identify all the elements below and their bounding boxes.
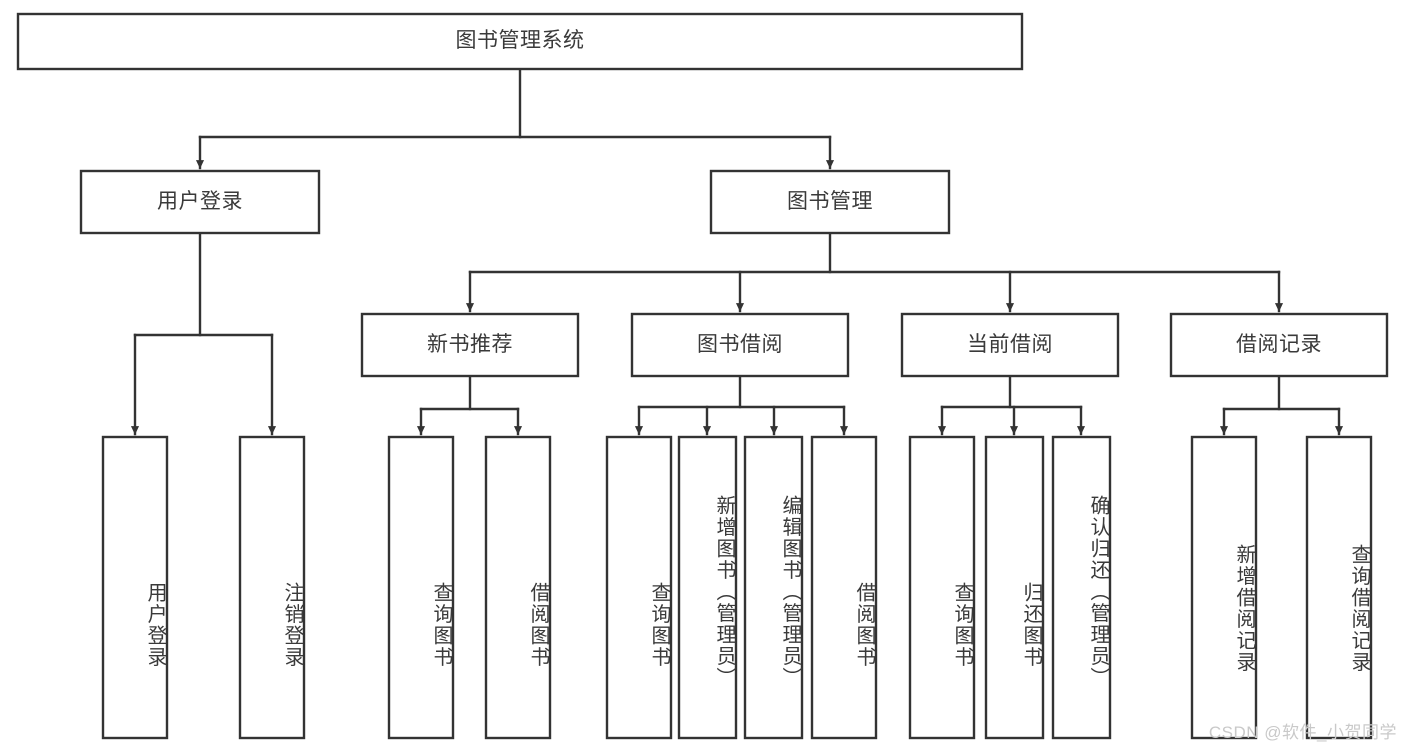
- node-box-leaf-user-login[interactable]: [101, 435, 169, 740]
- node-box-borrow-record[interactable]: [1169, 312, 1389, 378]
- node-box-user-login[interactable]: [79, 169, 321, 235]
- node-box-leaf-confirm-return-admin[interactable]: [1051, 435, 1112, 740]
- node-box-leaf-query-book-2[interactable]: [605, 435, 673, 740]
- connector-group-newbook-to-leaves: [416, 374, 523, 436]
- node-box-leaf-return-book[interactable]: [984, 435, 1045, 740]
- node-box-leaf-query-borrow-record[interactable]: [1305, 435, 1373, 740]
- connector-group-borrowbook-to-leaves: [634, 374, 849, 436]
- node-box-leaf-borrow-book-1[interactable]: [484, 435, 552, 740]
- connector-group-userlogin-to-leaves: [130, 231, 277, 436]
- node-box-new-book-recommend[interactable]: [360, 312, 580, 378]
- node-box-leaf-add-borrow-record[interactable]: [1190, 435, 1258, 740]
- connector-group-bookmanage-to-level3: [465, 231, 1284, 313]
- connector-group-root-to-level2: [195, 67, 835, 170]
- node-box-leaf-borrow-book-2[interactable]: [810, 435, 878, 740]
- node-box-leaf-add-book-admin[interactable]: [677, 435, 738, 740]
- node-box-leaf-query-book-1[interactable]: [387, 435, 455, 740]
- node-box-book-borrow[interactable]: [630, 312, 850, 378]
- node-box-leaf-query-book-3[interactable]: [908, 435, 976, 740]
- node-box-book-manage[interactable]: [709, 169, 951, 235]
- node-box-leaf-logout[interactable]: [238, 435, 306, 740]
- node-box-root[interactable]: [16, 12, 1024, 71]
- connector-group-borrowrecord-to-leaves: [1219, 374, 1344, 436]
- connector-group-currentborrow-to-leaves: [937, 374, 1086, 436]
- node-box-current-borrow[interactable]: [900, 312, 1120, 378]
- node-box-leaf-edit-book-admin[interactable]: [743, 435, 804, 740]
